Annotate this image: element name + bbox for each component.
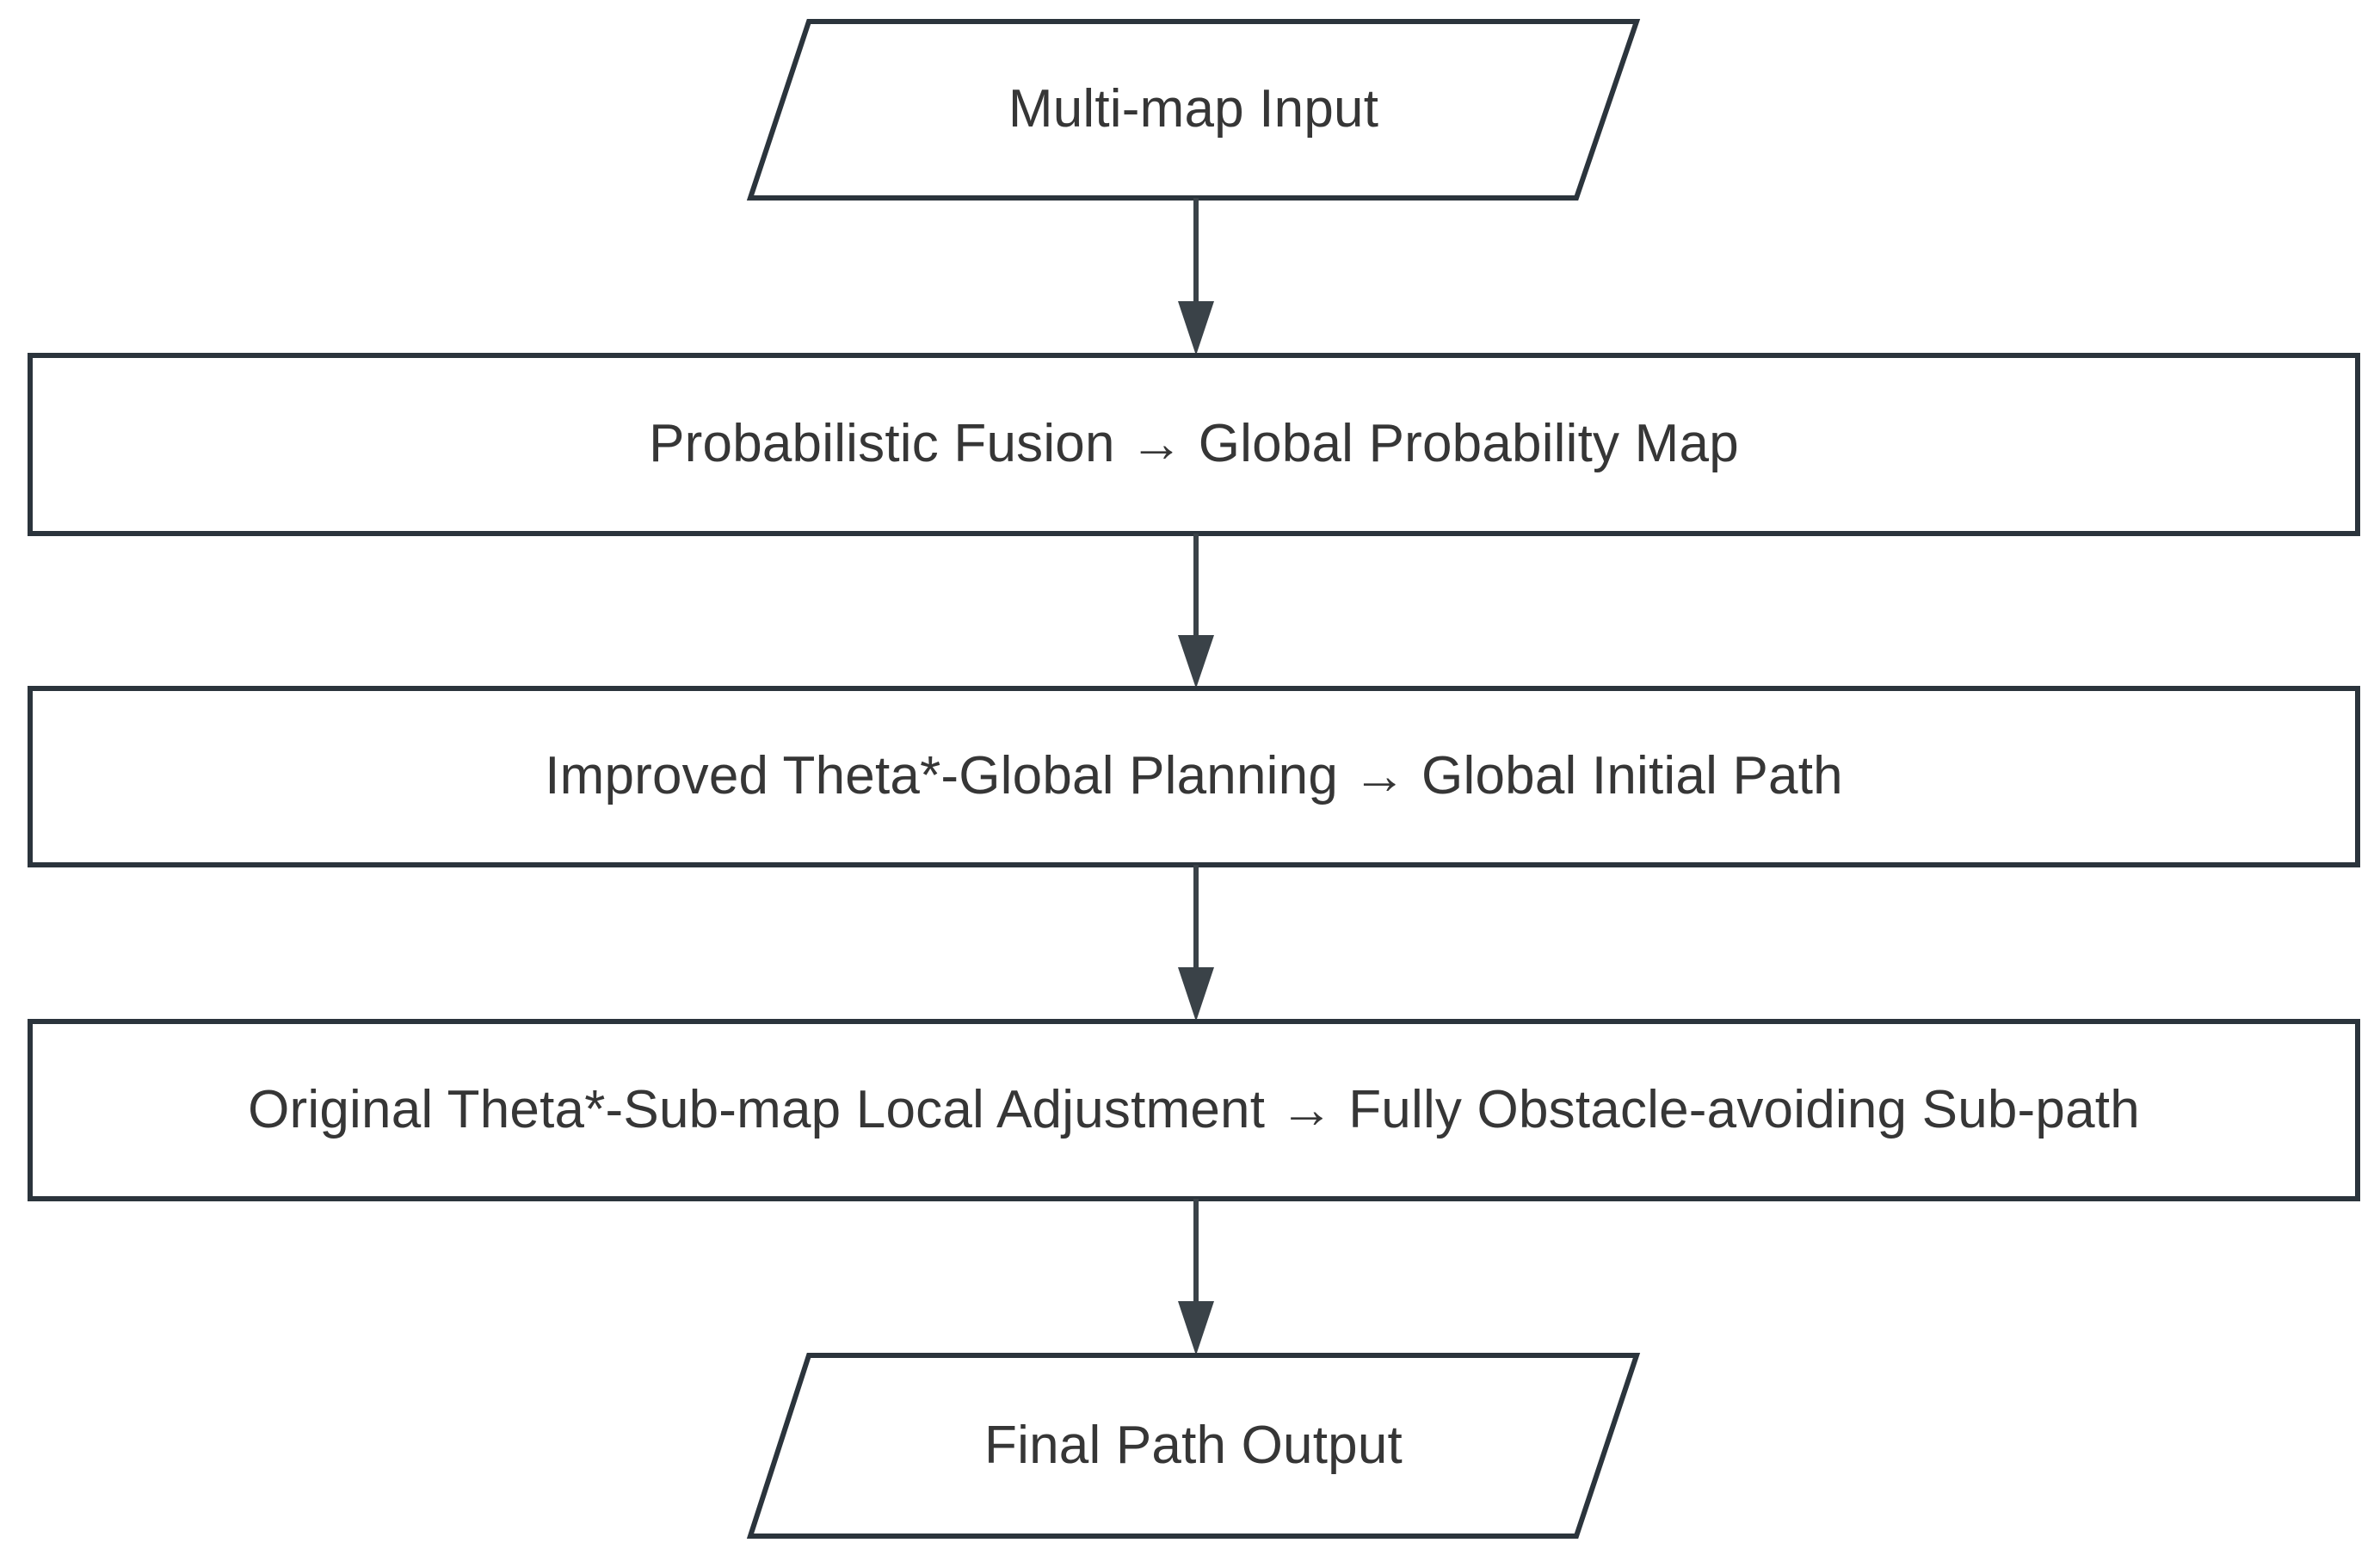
edge-4-arrow bbox=[1178, 1199, 1214, 1355]
node-shape-probabilistic-fusion[interactable] bbox=[28, 353, 2360, 536]
edge-1-arrowhead bbox=[1178, 301, 1214, 355]
node-shape-improved-theta-global-planning[interactable] bbox=[28, 686, 2360, 867]
edge-4-arrowhead bbox=[1178, 1301, 1214, 1355]
edge-2-arrow bbox=[1178, 534, 1214, 688]
node-shape-original-theta-local-adjustment[interactable] bbox=[28, 1019, 2360, 1201]
edge-3-arrowhead bbox=[1178, 967, 1214, 1021]
edge-1-arrow bbox=[1178, 198, 1214, 355]
edge-3-arrow bbox=[1178, 865, 1214, 1021]
node-shape-final-path-output[interactable] bbox=[746, 1353, 1641, 1539]
edge-2-arrowhead bbox=[1178, 635, 1214, 688]
node-shape-multi-map-input[interactable] bbox=[746, 19, 1641, 201]
